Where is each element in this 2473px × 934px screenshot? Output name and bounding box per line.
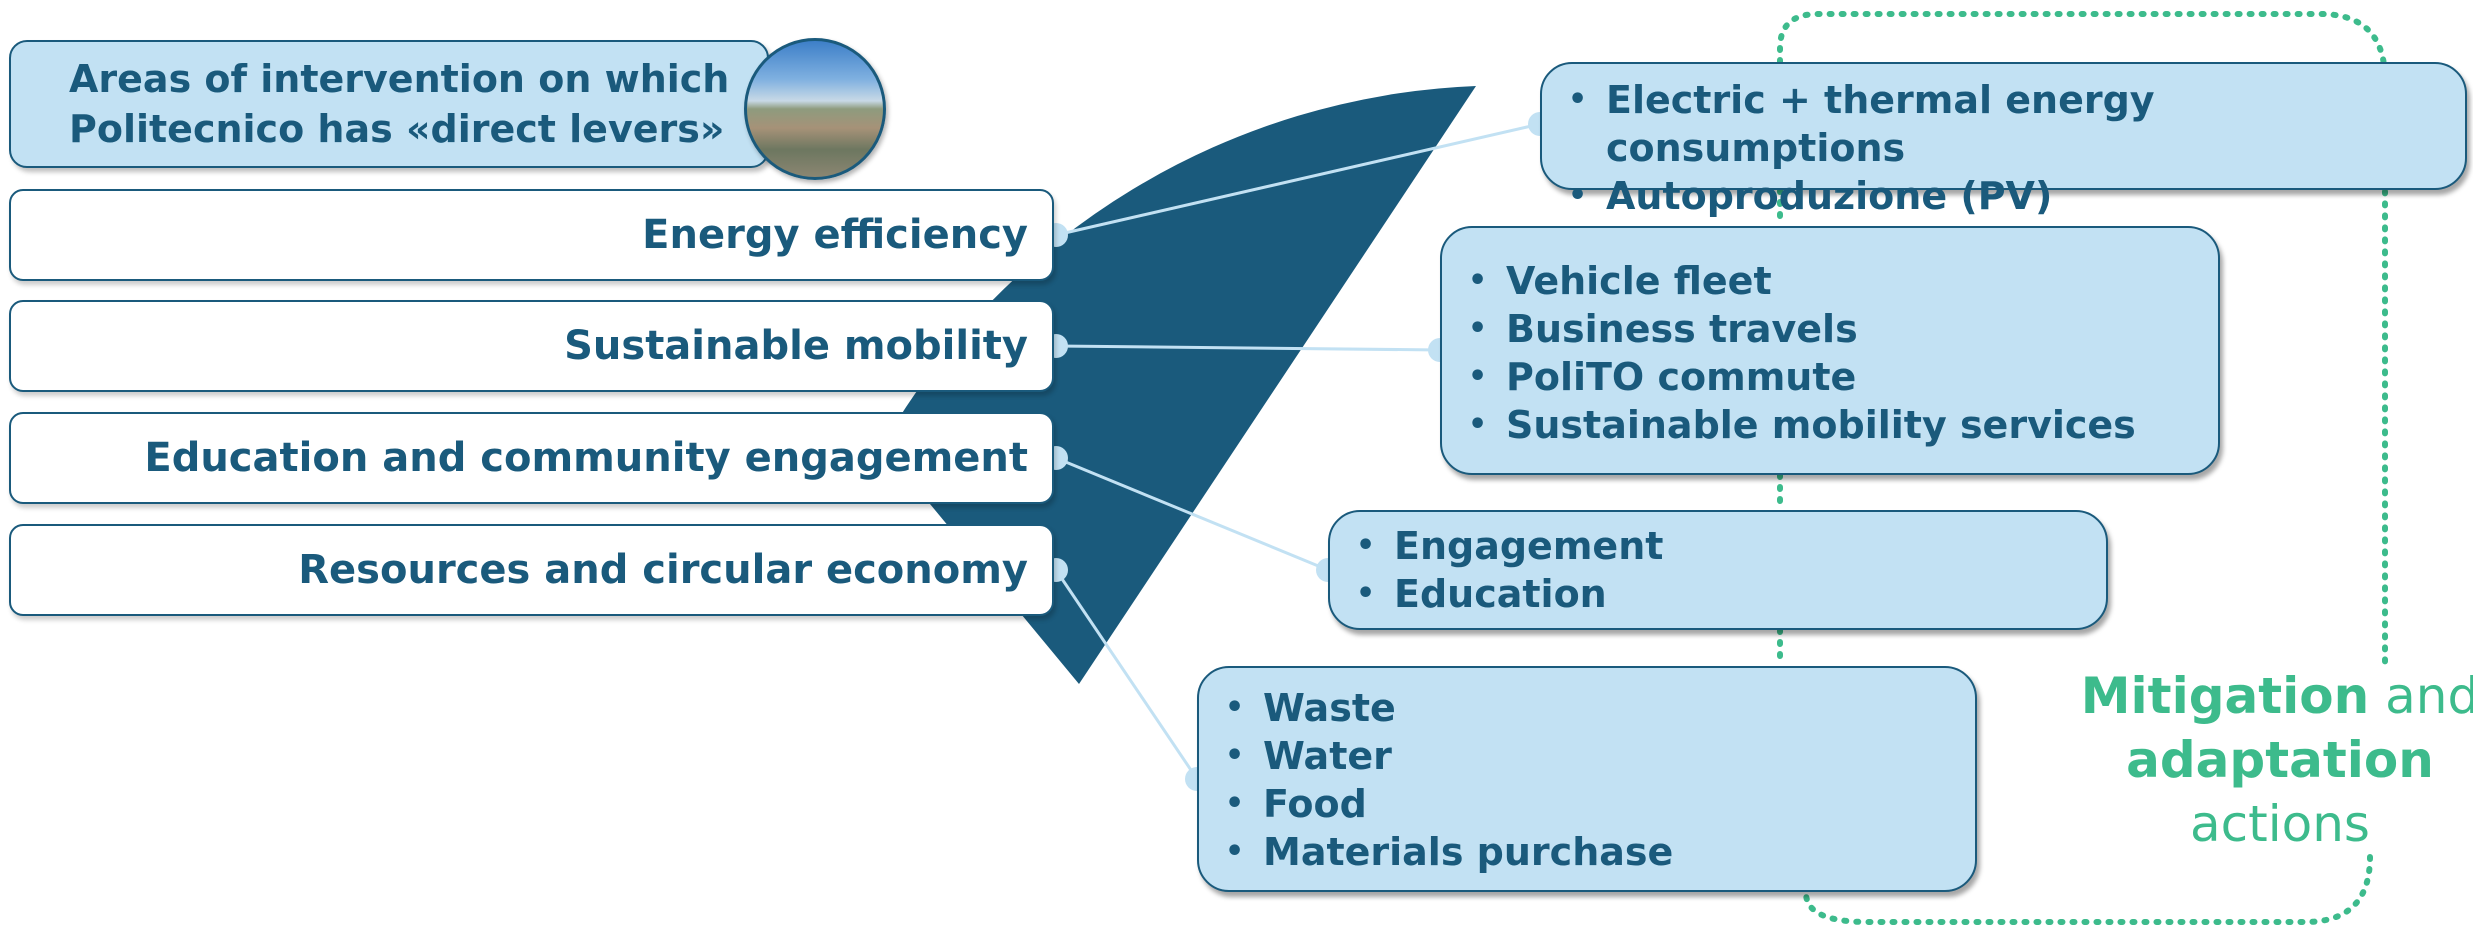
campus-photo-icon (744, 38, 886, 180)
detail-item: Education (1356, 570, 2106, 618)
area-label: Resources and circular economy (298, 547, 1028, 593)
detail-item: Autoproduzione (PV) (1568, 172, 2465, 220)
dotted-loop-bottom (1803, 854, 2373, 925)
detail-item: Sustainable mobility services (1468, 401, 2218, 449)
detail-education: Engagement Education (1328, 510, 2108, 630)
detail-item: Engagement (1356, 522, 2106, 570)
actions-word: actions (2190, 795, 2370, 853)
area-label: Education and community engagement (144, 435, 1028, 481)
detail-item: Food (1225, 780, 1975, 828)
adaptation-word: adaptation (2126, 731, 2434, 789)
connector-mobility (1055, 344, 1441, 352)
and-word: and (2385, 667, 2473, 725)
area-education-engagement: Education and community engagement (9, 412, 1054, 504)
connector-energy (1055, 122, 1541, 237)
detail-item: PoliTO commute (1468, 353, 2218, 401)
title-line-1: Areas of intervention on which (69, 57, 730, 101)
detail-item: Electric + thermal energy consumptions (1568, 76, 2465, 172)
detail-resources: Waste Water Food Materials purchase (1197, 666, 1977, 892)
title-line-2: Politecnico has «direct levers» (69, 107, 725, 151)
mitigation-word: Mitigation (2080, 667, 2370, 725)
detail-mobility: Vehicle fleet Business travels PoliTO co… (1440, 226, 2220, 475)
connector-education (1055, 456, 1329, 572)
title-text: Areas of intervention on which Politecni… (69, 54, 729, 154)
mitigation-label: Mitigation and adaptation actions (2080, 664, 2473, 856)
area-label: Energy efficiency (642, 212, 1028, 258)
area-label: Sustainable mobility (564, 323, 1028, 369)
area-energy-efficiency: Energy efficiency (9, 189, 1054, 281)
connector-resources (1054, 569, 1199, 780)
dotted-loop (1777, 11, 2388, 665)
title-box: Areas of intervention on which Politecni… (9, 40, 769, 168)
area-resources-circular: Resources and circular economy (9, 524, 1054, 616)
area-sustainable-mobility: Sustainable mobility (9, 300, 1054, 392)
detail-item: Materials purchase (1225, 828, 1975, 876)
detail-item: Water (1225, 732, 1975, 780)
detail-item: Business travels (1468, 305, 2218, 353)
detail-energy: Electric + thermal energy consumptions A… (1540, 62, 2467, 220)
detail-item: Vehicle fleet (1468, 257, 2218, 305)
detail-item: Waste (1225, 684, 1975, 732)
